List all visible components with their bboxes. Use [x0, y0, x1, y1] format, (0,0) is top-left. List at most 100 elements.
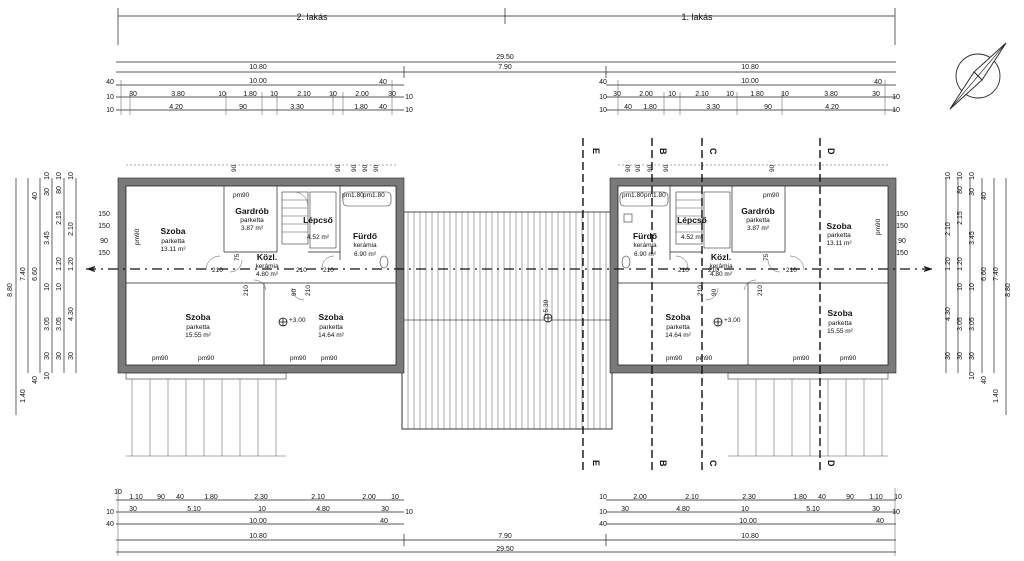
- svg-text:40: 40: [32, 192, 39, 200]
- svg-text:90: 90: [663, 164, 670, 172]
- svg-text:1.80: 1.80: [793, 494, 807, 501]
- svg-text:10: 10: [969, 372, 976, 380]
- svg-text:90: 90: [157, 494, 165, 501]
- left-toilet-icon: [379, 255, 389, 269]
- svg-text:14.64 m²: 14.64 m²: [665, 332, 691, 339]
- section-c-top: C: [708, 148, 718, 155]
- dim-left-width-top: 10.80: [249, 64, 267, 71]
- svg-text:pm90: pm90: [233, 192, 250, 199]
- svg-text:10: 10: [405, 107, 413, 114]
- svg-text:3.80: 3.80: [824, 91, 838, 98]
- svg-text:1.40: 1.40: [993, 389, 1000, 403]
- svg-text:3.05: 3.05: [957, 317, 964, 331]
- svg-text:10: 10: [668, 91, 676, 98]
- svg-text:4.30: 4.30: [68, 307, 75, 321]
- svg-text:10.00: 10.00: [249, 518, 267, 525]
- left-unit-title: 2. lakás: [296, 12, 328, 22]
- section-b-bottom: B: [658, 460, 668, 467]
- svg-text:30: 30: [969, 188, 976, 196]
- svg-text:4.80: 4.80: [676, 506, 690, 513]
- svg-text:10.00: 10.00: [739, 518, 757, 525]
- svg-text:30: 30: [68, 352, 75, 360]
- svg-text:10: 10: [894, 494, 902, 501]
- right-room-5-name: Közl.: [711, 252, 731, 262]
- svg-text:5.10: 5.10: [806, 506, 820, 513]
- svg-text:210: 210: [708, 267, 719, 274]
- svg-text:40: 40: [599, 79, 607, 86]
- svg-text:1.20: 1.20: [945, 257, 952, 271]
- svg-text:10: 10: [56, 283, 63, 291]
- svg-text:10.00: 10.00: [249, 78, 267, 85]
- svg-text:210: 210: [305, 285, 312, 296]
- svg-text:pm1.80: pm1.80: [622, 192, 644, 199]
- svg-text:90: 90: [898, 238, 906, 245]
- right-level-label: +3.00: [724, 317, 741, 324]
- svg-text:4.52 m²: 4.52 m²: [681, 234, 704, 241]
- svg-text:10: 10: [218, 91, 226, 98]
- svg-text:40: 40: [32, 376, 39, 384]
- svg-text:2.30: 2.30: [254, 494, 268, 501]
- svg-text:30: 30: [957, 352, 964, 360]
- svg-text:10: 10: [945, 172, 952, 180]
- svg-text:90: 90: [846, 494, 854, 501]
- svg-text:210: 210: [697, 285, 704, 296]
- svg-text:kerámia: kerámia: [255, 263, 279, 270]
- svg-text:3.45: 3.45: [44, 231, 51, 245]
- svg-text:150: 150: [98, 250, 110, 257]
- svg-text:pm90: pm90: [152, 355, 169, 362]
- svg-text:80: 80: [957, 186, 964, 194]
- left-room-4-name: Fürdő: [353, 231, 377, 241]
- svg-text:parketta: parketta: [186, 324, 210, 331]
- svg-text:2.00: 2.00: [355, 91, 369, 98]
- svg-text:4.80 m²: 4.80 m²: [710, 271, 733, 278]
- right-room-2-name: Lépcső: [677, 215, 707, 225]
- svg-text:pm90: pm90: [696, 355, 713, 362]
- svg-text:210: 210: [786, 267, 797, 274]
- svg-text:90: 90: [373, 164, 380, 172]
- svg-text:210: 210: [212, 267, 223, 274]
- svg-text:parketta: parketta: [827, 232, 851, 239]
- svg-text:10: 10: [106, 509, 114, 516]
- svg-text:10: 10: [892, 107, 900, 114]
- svg-text:3.80: 3.80: [171, 91, 185, 98]
- svg-text:1.40: 1.40: [20, 389, 27, 403]
- svg-text:2.00: 2.00: [362, 494, 376, 501]
- section-d-top: D: [826, 148, 836, 155]
- svg-text:2.00: 2.00: [639, 91, 653, 98]
- svg-text:pm90: pm90: [666, 355, 683, 362]
- svg-text:40: 40: [106, 521, 114, 528]
- svg-text:2.10: 2.10: [945, 222, 952, 236]
- svg-text:parketta: parketta: [240, 217, 264, 224]
- svg-text:6.90 m²: 6.90 m²: [634, 251, 657, 258]
- svg-text:4.30: 4.30: [945, 307, 952, 321]
- svg-text:90: 90: [764, 104, 772, 111]
- svg-text:pm90: pm90: [793, 355, 810, 362]
- svg-text:75: 75: [234, 253, 241, 261]
- svg-text:40: 40: [379, 104, 387, 111]
- svg-text:2.15: 2.15: [56, 211, 63, 225]
- unit-headers: 2. lakás 1. lakás: [117, 8, 896, 45]
- right-side-dimensions: 8.80 7.40 1.40 40 6.60 40 10 30 3.45 10 …: [896, 172, 1012, 415]
- svg-text:30: 30: [621, 506, 629, 513]
- svg-text:10.80: 10.80: [741, 533, 759, 540]
- svg-text:10: 10: [892, 509, 900, 516]
- section-e-bottom: E: [591, 460, 601, 466]
- svg-text:2.10: 2.10: [68, 222, 75, 236]
- svg-text:40: 40: [981, 376, 988, 384]
- svg-text:40: 40: [874, 79, 882, 86]
- central-stair-core: +5.30: [401, 211, 613, 430]
- section-lines: A A E E B B C C D D: [86, 138, 936, 470]
- svg-text:90: 90: [647, 164, 654, 172]
- svg-text:2.15: 2.15: [957, 211, 964, 225]
- svg-text:40: 40: [818, 494, 826, 501]
- section-d-bottom: D: [826, 460, 836, 467]
- svg-text:90: 90: [351, 164, 358, 172]
- svg-text:10: 10: [405, 509, 413, 516]
- svg-text:30: 30: [44, 188, 51, 196]
- center-level-label: +5.30: [543, 299, 550, 316]
- top-dimensions: 29.50 10.80 7.90 10.80 40 10.00 40 40 10…: [106, 54, 900, 115]
- svg-text:80: 80: [56, 186, 63, 194]
- svg-text:75: 75: [763, 253, 770, 261]
- svg-text:10: 10: [957, 283, 964, 291]
